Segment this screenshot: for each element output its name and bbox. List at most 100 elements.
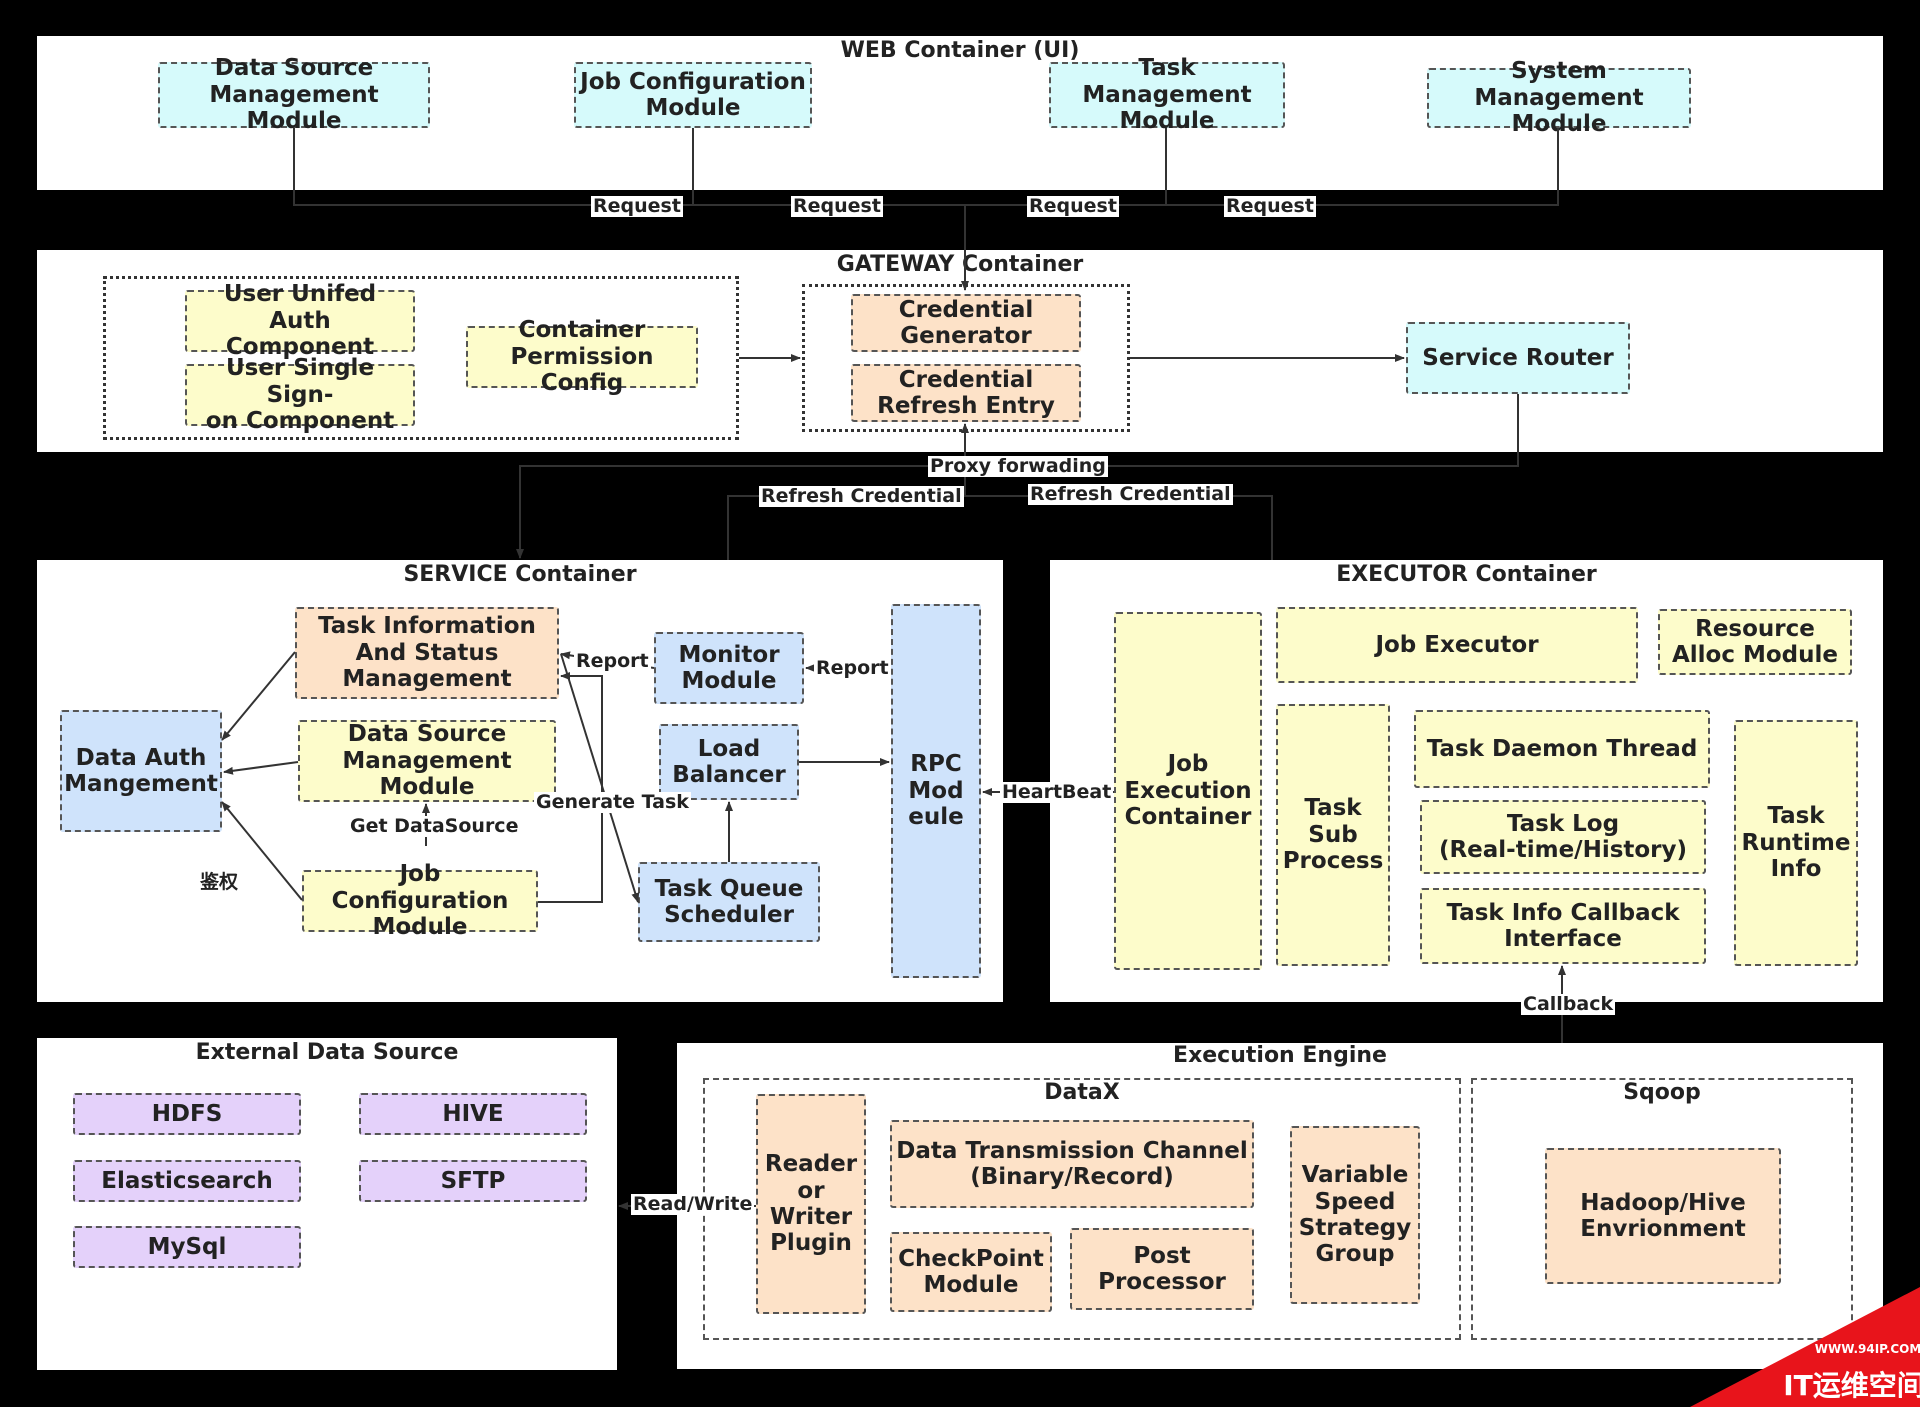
proxy-forwarding-label: Proxy forwading	[928, 455, 1108, 477]
watermark-red-corner	[1690, 1287, 1920, 1407]
task-info-callback-interface[interactable]: Task Info Callback Interface	[1420, 888, 1706, 964]
rpc-label: RPC Mod eule	[908, 751, 964, 831]
source-mysql[interactable]: MySql	[73, 1226, 301, 1268]
report-label-1: Report	[574, 650, 651, 672]
request-line-1	[293, 128, 965, 206]
resource-alloc-module[interactable]: Resource Alloc Module	[1658, 609, 1852, 675]
task-log-label: Task Log (Real-time/History)	[1438, 810, 1688, 863]
source-hive[interactable]: HIVE	[359, 1093, 587, 1135]
task-info-label: Task Information And Status Management	[318, 613, 536, 693]
refresh-credential-label-left: Refresh Credential	[759, 485, 964, 507]
task-info-status-management[interactable]: Task Information And Status Management	[295, 607, 559, 699]
task-queue-label: Task Queue Scheduler	[654, 875, 804, 928]
task-daemon-thread[interactable]: Task Daemon Thread	[1414, 710, 1710, 788]
source-sftp-label: SFTP	[440, 1167, 506, 1194]
reader-writer-plugin[interactable]: Reader or Writer Plugin	[756, 1094, 866, 1314]
service-data-source-management[interactable]: Data Source Management Module	[298, 720, 556, 802]
user-unified-auth-label: User Unifed Auth Component	[223, 281, 377, 361]
source-hive-label: HIVE	[442, 1100, 504, 1127]
task-runtime-info[interactable]: Task Runtime Info	[1734, 720, 1858, 966]
watermark-url: WWW.94IP.COM	[1815, 1342, 1920, 1356]
web-container-title: WEB Container (UI)	[840, 38, 1080, 63]
job-executor-label: Job Executor	[1375, 631, 1539, 658]
generate-task-label: Generate Task	[534, 791, 691, 813]
generate-task-arrow	[560, 653, 640, 903]
heartbeat-label: HeartBeat	[1000, 781, 1114, 803]
variable-speed-strategy-group[interactable]: Variable Speed Strategy Group	[1290, 1126, 1420, 1304]
task-sub-process[interactable]: Task Sub Process	[1276, 704, 1390, 966]
credential-generator[interactable]: Credential Generator	[851, 294, 1081, 352]
job-executor[interactable]: Job Executor	[1276, 607, 1638, 683]
checkpoint-module[interactable]: CheckPoint Module	[890, 1232, 1052, 1312]
source-elasticsearch-label: Elasticsearch	[101, 1167, 273, 1194]
reader-writer-label: Reader or Writer Plugin	[764, 1151, 858, 1257]
hadoop-hive-environment[interactable]: Hadoop/Hive Envrionment	[1545, 1148, 1781, 1284]
refresh-credential-label-right: Refresh Credential	[1028, 483, 1233, 505]
source-mysql-label: MySql	[147, 1233, 227, 1260]
web-task-management-module[interactable]: Task Management Module	[1049, 55, 1285, 134]
load-balancer[interactable]: Load Balancer	[659, 724, 799, 800]
data-auth-management[interactable]: Data Auth Mangement	[60, 710, 222, 832]
web-task-management-module-label: Task Management Module	[1082, 55, 1252, 135]
user-sso-component[interactable]: User Single Sign- on Component	[185, 355, 415, 434]
service-container-title: SERVICE Container	[403, 562, 637, 587]
hadoop-label: Hadoop/Hive Envrionment	[1580, 1189, 1746, 1242]
auth-note: 鉴权	[200, 871, 239, 893]
task-sub-process-label: Task Sub Process	[1282, 795, 1384, 875]
data-transmission-channel[interactable]: Data Transmission Channel (Binary/Record…	[890, 1120, 1254, 1208]
request-label-4: Request	[1224, 195, 1316, 217]
task-callback-label: Task Info Callback Interface	[1446, 899, 1680, 952]
report-label-2: Report	[814, 657, 891, 679]
task-daemon-label: Task Daemon Thread	[1426, 735, 1698, 762]
web-data-source-module[interactable]: Data Source Management Module	[158, 55, 430, 134]
watermark-logo: WWW.94IP.COM IT运维空间	[1690, 1287, 1920, 1407]
service-router[interactable]: Service Router	[1406, 322, 1630, 394]
watermark-brand: IT运维空间	[1783, 1369, 1920, 1402]
credential-generator-label: Credential Generator	[898, 296, 1034, 349]
container-permission-config[interactable]: Container Permission Config	[466, 317, 698, 396]
job-exec-container-label: Job Execution Container	[1124, 751, 1252, 831]
load-balancer-label: Load Balancer	[672, 735, 786, 788]
datax-title: DataX	[1044, 1080, 1120, 1105]
data-auth-label: Data Auth Mangement	[64, 744, 218, 797]
datasource-to-auth-arrow	[223, 761, 299, 775]
task-log[interactable]: Task Log (Real-time/History)	[1420, 800, 1706, 874]
request-label-1: Request	[591, 195, 683, 217]
web-job-config-module[interactable]: Job Configuration Module	[574, 62, 812, 128]
rpc-module[interactable]: RPC Mod eule	[891, 604, 981, 978]
callback-label: Callback	[1521, 993, 1616, 1015]
task-runtime-label: Task Runtime Info	[1741, 803, 1851, 883]
engine-title: Execution Engine	[1173, 1043, 1387, 1068]
task-info-to-auth-arrow	[221, 651, 296, 741]
service-job-configuration[interactable]: Job Configuration Module	[302, 861, 538, 940]
service-job-config-label: Job Configuration Module	[331, 861, 509, 941]
jobconfig-generate-line	[538, 672, 603, 903]
source-hdfs[interactable]: HDFS	[73, 1093, 301, 1135]
read-write-label: Read/Write	[631, 1193, 755, 1215]
service-data-source-label: Data Source Management Module	[342, 721, 512, 801]
get-datasource-label: Get DataSource	[348, 815, 521, 837]
source-hdfs-label: HDFS	[151, 1100, 223, 1127]
resource-alloc-label: Resource Alloc Module	[1671, 615, 1839, 668]
web-data-source-module-label: Data Source Management Module	[209, 55, 379, 135]
executor-container-title: EXECUTOR Container	[1336, 562, 1597, 587]
service-router-label: Service Router	[1422, 344, 1614, 371]
source-sftp[interactable]: SFTP	[359, 1160, 587, 1202]
external-title: External Data Source	[195, 1040, 459, 1065]
request-label-2: Request	[791, 195, 883, 217]
monitor-module[interactable]: Monitor Module	[654, 632, 804, 704]
refresh-credential-right	[965, 495, 1273, 560]
post-processor[interactable]: Post Processor	[1070, 1228, 1254, 1310]
credential-refresh-entry[interactable]: Credential Refresh Entry	[851, 364, 1081, 422]
monitor-label: Monitor Module	[678, 641, 780, 694]
request-line-4	[1166, 128, 1559, 206]
jobconfig-to-auth-arrow	[221, 801, 303, 901]
checkpoint-label: CheckPoint Module	[898, 1245, 1044, 1298]
container-permission-label: Container Permission Config	[510, 317, 654, 397]
task-queue-scheduler[interactable]: Task Queue Scheduler	[638, 862, 820, 942]
source-elasticsearch[interactable]: Elasticsearch	[73, 1160, 301, 1202]
user-unified-auth-component[interactable]: User Unifed Auth Component	[185, 281, 415, 360]
auth-group	[103, 276, 739, 440]
job-execution-container[interactable]: Job Execution Container	[1114, 612, 1262, 970]
